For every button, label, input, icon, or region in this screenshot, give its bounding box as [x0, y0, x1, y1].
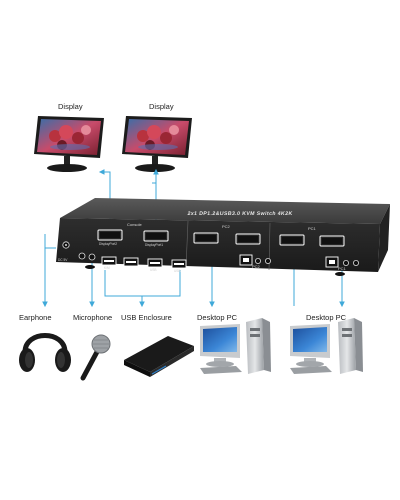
desktop-pc-icon [200, 318, 271, 374]
display-right-label: Display [149, 102, 174, 111]
pc2-port-label: PC2 [252, 264, 260, 269]
console-section-label: Console [127, 222, 142, 227]
usb-enclosure-label: USB Enclosure [121, 313, 172, 322]
headphones-icon [19, 333, 71, 372]
dp2-console-label: DisplayPort2 [99, 242, 118, 246]
displayport-jacks [97, 229, 345, 247]
usb-enclosure-icon [124, 336, 194, 377]
microphone-icon [80, 334, 111, 381]
display-left-label: Display [58, 102, 83, 111]
pc1-port-label: PC1 [338, 266, 346, 271]
desktop-pc-icon [290, 318, 363, 374]
dc-power-jack [62, 241, 70, 249]
usb-b-ports [239, 254, 339, 268]
display-icon [34, 116, 104, 172]
microphone-label: Microphone [73, 313, 113, 322]
dc-power-label: DC 5V [58, 258, 68, 262]
desktop-pc-right-label: Desktop PC [306, 313, 347, 322]
usb-port-a-label: USB [150, 268, 157, 272]
desktop-pc-left-label: Desktop PC [197, 313, 238, 322]
display-icon [122, 116, 192, 172]
usb-port-b-label: USB [174, 269, 181, 273]
earphone-label: Earphone [19, 313, 52, 322]
dp1-console-label: DisplayPort1 [145, 243, 164, 247]
kvm-title: 2x1 DP1.2&USB3.0 KVM Switch 4K2K [187, 211, 293, 217]
kbm-port-label: K/M [104, 266, 110, 270]
pc1-section-label: PC1 [308, 226, 316, 231]
connection-lines [42, 168, 345, 308]
audio-jacks [78, 252, 359, 266]
pc2-section-label: PC2 [222, 224, 230, 229]
